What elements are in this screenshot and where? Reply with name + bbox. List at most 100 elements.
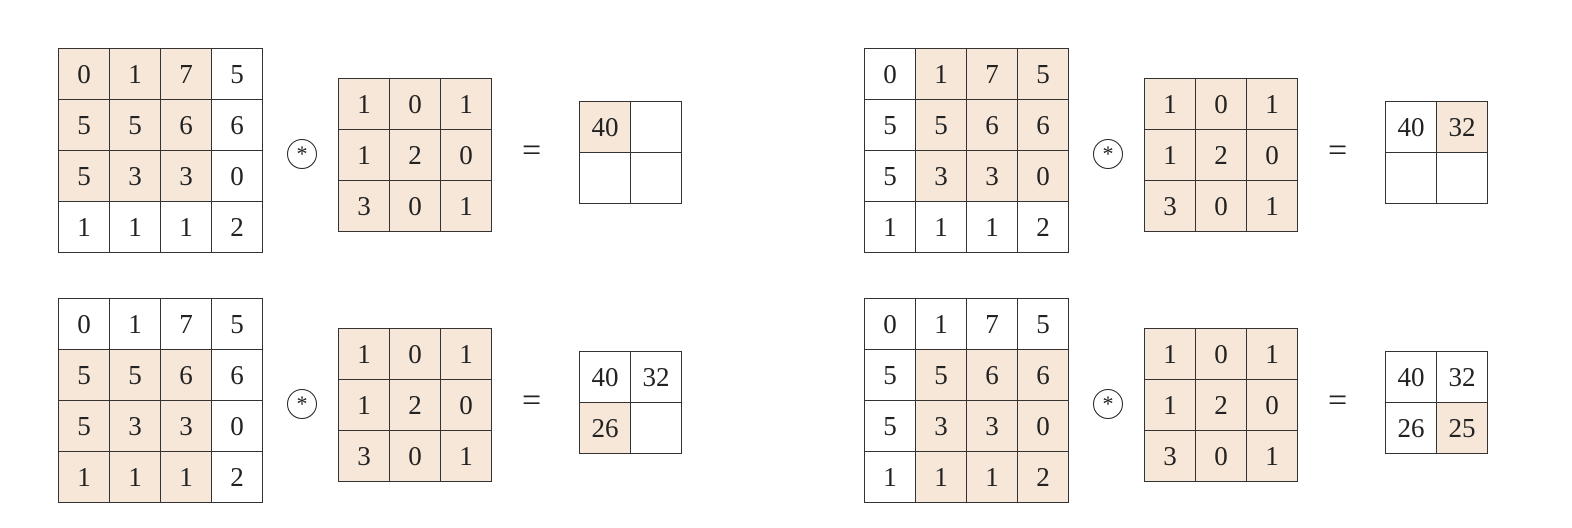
kernel-matrix-cell: 0 (1195, 180, 1247, 232)
input-matrix-cell: 5 (864, 349, 916, 401)
kernel-matrix-cell: 3 (1144, 180, 1196, 232)
input-matrix-cell: 1 (109, 451, 161, 503)
kernel-matrix-cell: 1 (338, 78, 390, 130)
output-matrix-cell: 40 (1385, 351, 1437, 403)
kernel-matrix-cell: 2 (1195, 129, 1247, 181)
kernel-matrix-cell: 3 (338, 180, 390, 232)
output-matrix: 40 (579, 101, 682, 204)
input-matrix-cell: 5 (109, 349, 161, 401)
kernel-matrix-cell: 1 (440, 78, 492, 130)
input-matrix-cell: 5 (864, 99, 916, 151)
input-matrix-cell: 6 (211, 349, 263, 401)
kernel-matrix-cell: 1 (1144, 78, 1196, 130)
output-matrix-cell: 25 (1436, 402, 1488, 454)
output-matrix-cell (630, 152, 682, 204)
input-matrix-cell: 7 (966, 48, 1018, 100)
kernel-matrix-cell: 2 (1195, 379, 1247, 431)
input-matrix-cell: 0 (211, 400, 263, 452)
kernel-matrix-cell: 1 (440, 328, 492, 380)
input-matrix-cell: 5 (864, 150, 916, 202)
input-matrix-cell: 5 (1017, 298, 1069, 350)
input-matrix-cell: 0 (211, 150, 263, 202)
equals-sign: = (522, 132, 542, 169)
input-matrix-cell: 0 (1017, 400, 1069, 452)
input-matrix-cell: 5 (58, 150, 110, 202)
output-matrix-cell (1385, 152, 1437, 204)
input-matrix-cell: 3 (109, 400, 161, 452)
equals-sign: = (1328, 132, 1348, 169)
kernel-matrix-cell: 1 (1246, 78, 1298, 130)
input-matrix-cell: 5 (915, 349, 967, 401)
input-matrix-cell: 0 (1017, 150, 1069, 202)
convolution-operator-icon: * (1093, 389, 1123, 419)
output-matrix-cell (1436, 152, 1488, 204)
input-matrix-cell: 6 (966, 349, 1018, 401)
kernel-matrix-cell: 0 (1246, 129, 1298, 181)
kernel-matrix-cell: 0 (1195, 430, 1247, 482)
input-matrix-cell: 1 (966, 201, 1018, 253)
kernel-matrix-cell: 3 (338, 430, 390, 482)
input-matrix-cell: 5 (58, 99, 110, 151)
input-matrix-cell: 1 (58, 451, 110, 503)
input-matrix-cell: 5 (109, 99, 161, 151)
convolution-operator-icon: * (287, 389, 317, 419)
input-matrix-cell: 3 (109, 150, 161, 202)
input-matrix-cell: 3 (966, 150, 1018, 202)
equals-sign: = (522, 382, 542, 419)
kernel-matrix-cell: 0 (389, 78, 441, 130)
kernel-matrix-cell: 1 (1144, 129, 1196, 181)
convolution-operator-icon: * (287, 139, 317, 169)
input-matrix-cell: 5 (915, 99, 967, 151)
kernel-matrix-cell: 0 (1195, 328, 1247, 380)
kernel-matrix-cell: 2 (389, 129, 441, 181)
kernel-matrix-cell: 1 (440, 180, 492, 232)
input-matrix-cell: 1 (915, 451, 967, 503)
kernel-matrix-cell: 1 (338, 379, 390, 431)
input-matrix-cell: 6 (160, 349, 212, 401)
kernel-matrix-cell: 1 (1246, 180, 1298, 232)
output-matrix-cell: 26 (579, 402, 631, 454)
output-matrix-cell: 32 (1436, 101, 1488, 153)
input-matrix-cell: 6 (1017, 349, 1069, 401)
convolution-operator-icon: * (1093, 139, 1123, 169)
output-matrix-cell: 32 (1436, 351, 1488, 403)
input-matrix-cell: 6 (211, 99, 263, 151)
input-matrix-cell: 7 (160, 48, 212, 100)
kernel-matrix-cell: 0 (440, 129, 492, 181)
output-matrix-cell: 40 (579, 351, 631, 403)
input-matrix-cell: 5 (1017, 48, 1069, 100)
input-matrix-cell: 6 (1017, 99, 1069, 151)
kernel-matrix-cell: 1 (1246, 430, 1298, 482)
input-matrix-cell: 5 (58, 349, 110, 401)
kernel-matrix-cell: 1 (1246, 328, 1298, 380)
input-matrix-cell: 3 (160, 400, 212, 452)
input-matrix-cell: 1 (109, 201, 161, 253)
output-matrix-cell (579, 152, 631, 204)
output-matrix-cell: 40 (579, 101, 631, 153)
output-matrix-cell: 26 (1385, 402, 1437, 454)
input-matrix-cell: 0 (864, 48, 916, 100)
input-matrix-cell: 5 (211, 298, 263, 350)
kernel-matrix-cell: 3 (1144, 430, 1196, 482)
kernel-matrix-cell: 1 (440, 430, 492, 482)
kernel-matrix-cell: 1 (338, 129, 390, 181)
input-matrix-cell: 1 (966, 451, 1018, 503)
input-matrix-cell: 6 (966, 99, 1018, 151)
input-matrix-cell: 1 (915, 298, 967, 350)
output-matrix-cell: 32 (630, 351, 682, 403)
input-matrix-cell: 1 (58, 201, 110, 253)
kernel-matrix-cell: 0 (389, 430, 441, 482)
input-matrix-cell: 1 (160, 451, 212, 503)
input-matrix-cell: 2 (1017, 451, 1069, 503)
input-matrix-cell: 3 (160, 150, 212, 202)
kernel-matrix-cell: 0 (1195, 78, 1247, 130)
input-matrix-cell: 5 (864, 400, 916, 452)
input-matrix-cell: 1 (160, 201, 212, 253)
